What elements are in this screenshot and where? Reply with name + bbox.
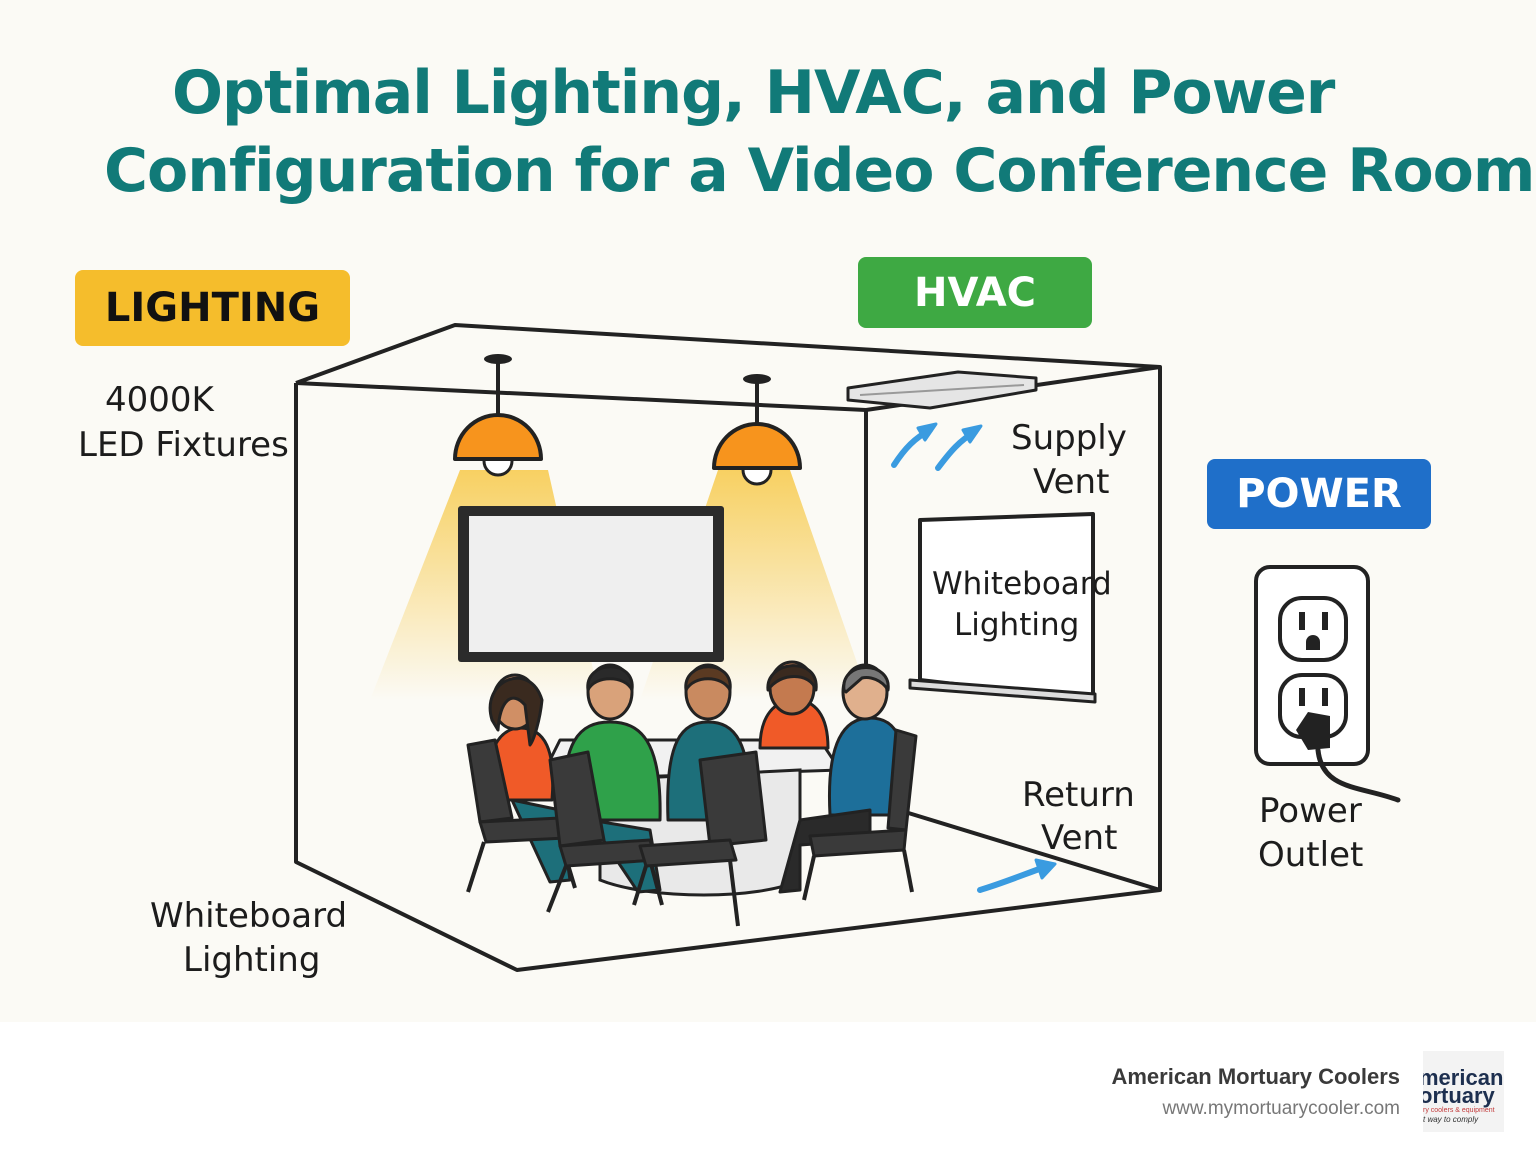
whiteboard-floor-label-line-2: Lighting	[183, 940, 321, 980]
ceiling-vent	[846, 370, 1038, 410]
lighting-badge: LIGHTING	[75, 270, 350, 346]
display-screen	[458, 506, 724, 662]
pendant-lamp-icon	[712, 374, 802, 486]
power-outlet-icon	[1254, 565, 1401, 803]
chair	[546, 750, 664, 913]
pendant-lamp-icon	[453, 354, 543, 477]
chair	[466, 738, 577, 893]
person	[758, 660, 830, 750]
airflow-arrow-icon	[891, 422, 983, 471]
supply-vent-label-line-1: Supply	[1011, 418, 1127, 458]
whiteboard-floor-label-line-1: Whiteboard	[150, 896, 348, 936]
led-fixtures-label-line-2: LED Fixtures	[78, 425, 289, 465]
brand-name: American Mortuary Coolers	[1111, 1064, 1400, 1089]
return-vent-label-line-1: Return	[1022, 775, 1135, 815]
page-title-line-1: Optimal Lighting, HVAC, and Power	[172, 58, 1335, 128]
power-outlet-label-line-1: Power	[1259, 791, 1362, 831]
hvac-badge: HVAC	[858, 257, 1092, 328]
supply-vent-label-line-2: Vent	[1033, 462, 1110, 502]
power-badge: POWER	[1207, 459, 1431, 529]
return-airflow-arrow-icon	[977, 858, 1057, 893]
footer	[0, 1022, 1536, 1154]
brand-logo: merican ortuary ry coolers & equipment t…	[1423, 1051, 1504, 1132]
chair	[802, 728, 918, 901]
brand-url[interactable]: www.mymortuarycooler.com	[1162, 1098, 1400, 1119]
whiteboard-wall-label-line-1: Whiteboard	[932, 566, 1112, 602]
led-fixtures-label-line-1: 4000K	[105, 380, 214, 420]
power-outlet-label-line-2: Outlet	[1258, 835, 1364, 875]
wall-whiteboard	[908, 512, 1097, 704]
page-title-line-2: Configuration for a Video Conference Roo…	[104, 136, 1535, 206]
chair	[632, 750, 768, 927]
return-vent-label-line-2: Vent	[1041, 818, 1118, 858]
whiteboard-wall-label-line-2: Lighting	[954, 607, 1080, 643]
